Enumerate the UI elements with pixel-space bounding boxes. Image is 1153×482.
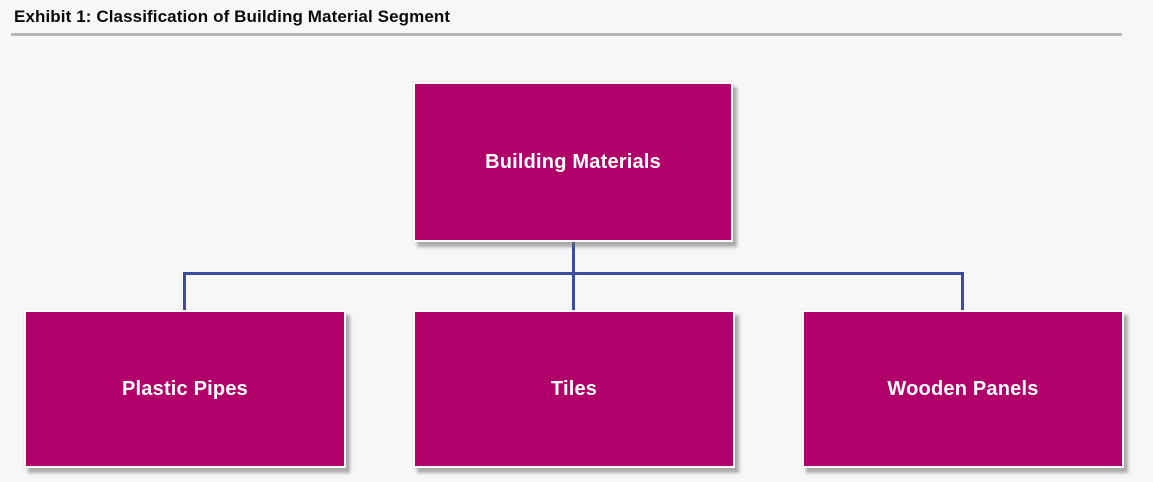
connector-stub-wooden-panels: [961, 272, 964, 310]
connector-stub-plastic-pipes: [183, 272, 186, 310]
node-building-materials: Building Materials: [413, 82, 733, 242]
node-label: Building Materials: [485, 150, 661, 173]
node-label: Wooden Panels: [887, 377, 1039, 400]
node-label: Tiles: [550, 377, 598, 400]
node-tiles: Tiles: [413, 310, 735, 468]
node-plastic-pipes: Plastic Pipes: [24, 310, 346, 468]
exhibit-title: Exhibit 1: Classification of Building Ma…: [14, 7, 451, 26]
title-underline-rule: [11, 33, 1122, 36]
connector-root-down: [572, 242, 575, 274]
node-wooden-panels: Wooden Panels: [802, 310, 1124, 468]
connector-stub-tiles: [572, 272, 575, 310]
node-label: Plastic Pipes: [122, 377, 248, 400]
